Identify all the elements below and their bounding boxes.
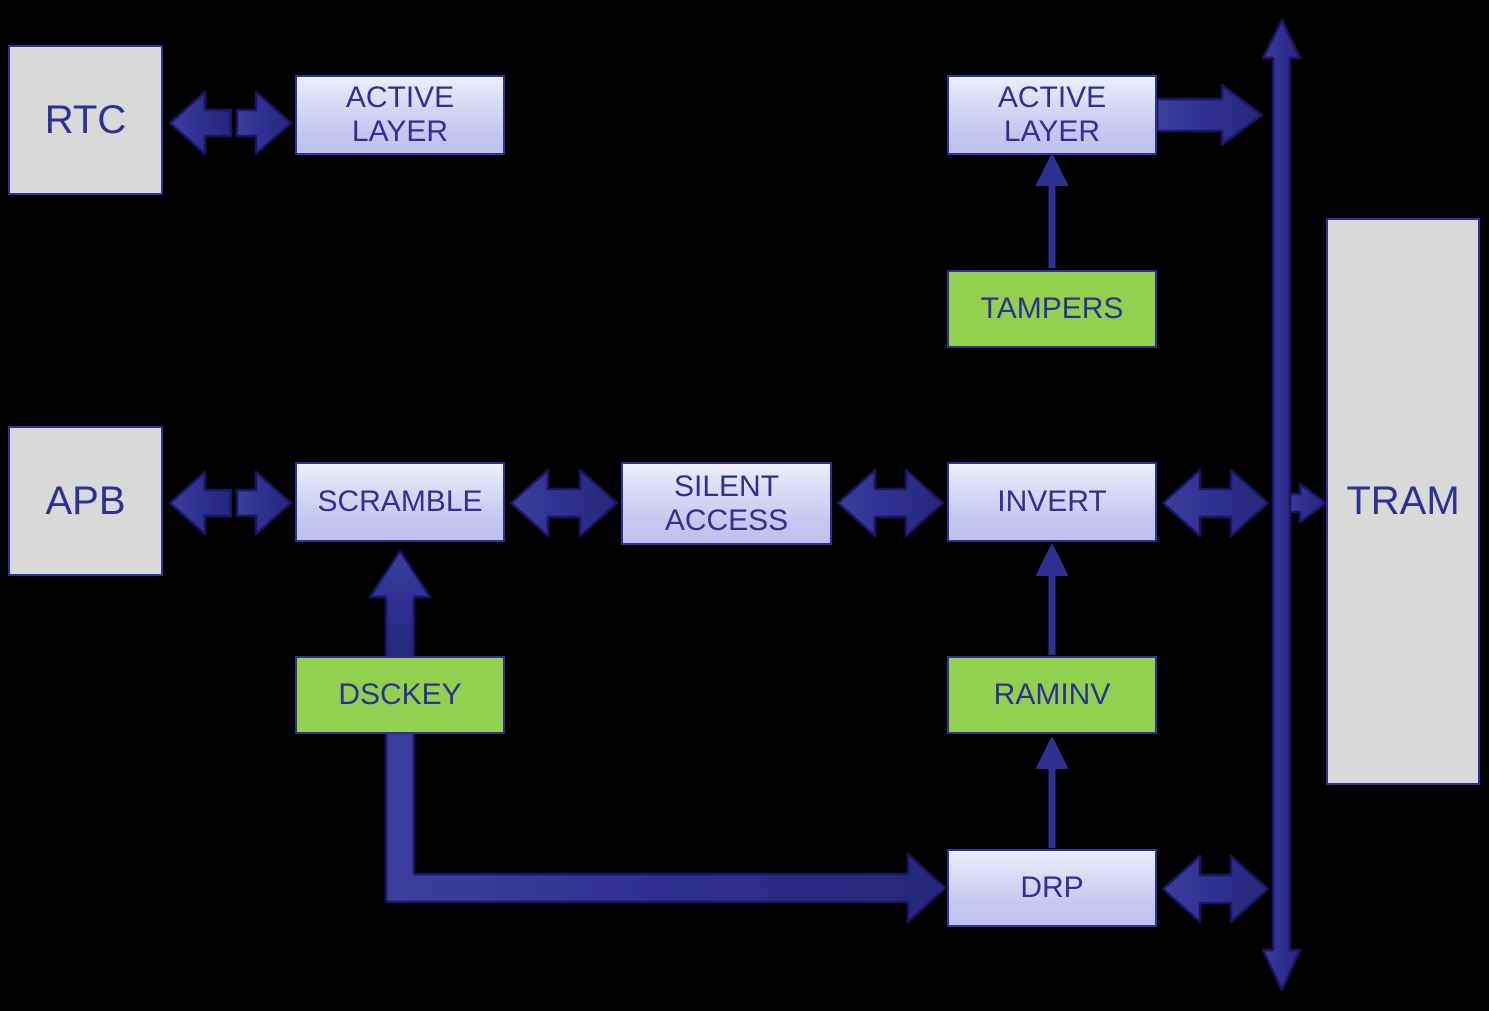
connector-drp-to-bus (1161, 854, 1270, 924)
connector-invert-to-bus (1161, 468, 1270, 538)
node-drp[interactable]: DRP (947, 849, 1157, 927)
node-dsckey-label: DSCKEY (338, 678, 462, 712)
node-rtc-label: RTC (44, 97, 127, 142)
node-raminv[interactable]: RAMINV (947, 656, 1157, 734)
node-apb[interactable]: APB (8, 426, 163, 576)
node-drp-label: DRP (1020, 871, 1084, 905)
connector-dsckey-to-drp (384, 731, 947, 924)
node-active-layer-2[interactable]: ACTIVE LAYER (947, 75, 1157, 155)
connector-scramble-to-silent-access (509, 468, 619, 538)
node-tampers[interactable]: TAMPERS (947, 270, 1157, 348)
node-raminv-label: RAMINV (993, 678, 1111, 712)
vertical-bus[interactable] (1261, 18, 1302, 992)
connector-apb-to-scramble (168, 470, 293, 536)
connector-dsckey-to-scramble (368, 549, 432, 662)
connector-raminv-to-invert (1036, 544, 1068, 655)
node-silent-access[interactable]: SILENT ACCESS (621, 462, 832, 545)
node-apb-label: APB (45, 478, 126, 523)
node-tampers-label: TAMPERS (980, 292, 1124, 326)
node-silent-access-label: SILENT ACCESS (664, 469, 789, 537)
node-tram[interactable]: TRAM (1326, 218, 1480, 785)
connector-drp-to-raminv (1036, 737, 1068, 848)
node-invert[interactable]: INVERT (947, 462, 1157, 542)
connector-rtc-to-active-layer (168, 90, 293, 156)
node-scramble-label: SCRAMBLE (317, 485, 483, 519)
node-active-layer-1[interactable]: ACTIVE LAYER (295, 75, 505, 155)
connector-silent-access-to-invert (836, 468, 945, 538)
node-tram-label: TRAM (1346, 479, 1460, 524)
node-active-layer-1-label: ACTIVE LAYER (345, 81, 455, 148)
connector-active-layer-to-bus (1155, 83, 1264, 147)
node-active-layer-2-label: ACTIVE LAYER (997, 81, 1107, 148)
node-dsckey[interactable]: DSCKEY (295, 656, 505, 734)
node-rtc[interactable]: RTC (8, 45, 163, 195)
node-invert-label: INVERT (997, 485, 1107, 519)
connector-tampers-to-active-layer (1036, 154, 1068, 268)
node-scramble[interactable]: SCRAMBLE (295, 462, 505, 542)
